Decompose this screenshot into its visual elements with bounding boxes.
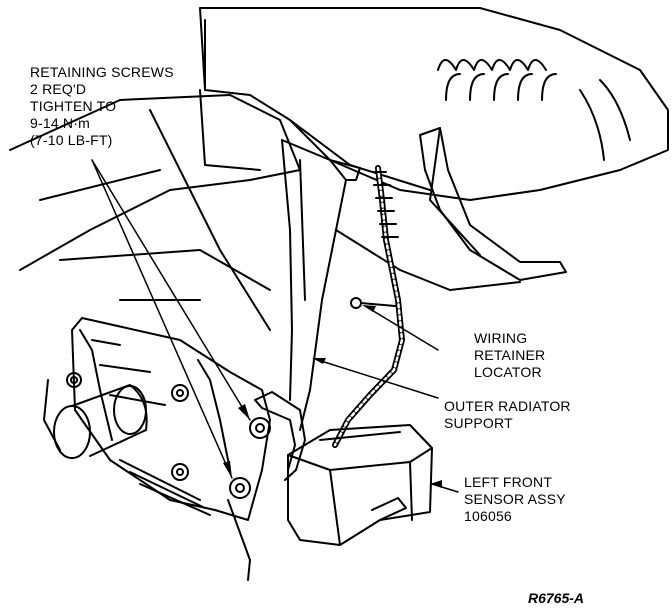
- cylinder-sensor: [43, 379, 148, 459]
- retaining-screws: [229, 417, 271, 499]
- wiring-retainer-locator: [350, 297, 396, 309]
- mount-plate: [71, 317, 271, 581]
- left-front-sensor-line1: LEFT FRONT: [464, 474, 553, 490]
- plate-bolts: [66, 372, 189, 481]
- outer-radiator-support-label: OUTER RADIATOR SUPPORT: [444, 398, 571, 432]
- outer-radiator-support: [281, 139, 521, 431]
- wiring-retainer-line1: WIRING: [474, 330, 528, 346]
- left-front-sensor-line3: 106056: [464, 508, 512, 524]
- wiring-harness: [332, 165, 405, 448]
- retaining-screws-line3: TIGHTEN TO: [30, 98, 117, 114]
- outer-radiator-support-line1: OUTER RADIATOR: [444, 398, 571, 414]
- retaining-screws-label: RETAINING SCREWS 2 REQ'D TIGHTEN TO 9-14…: [30, 64, 174, 149]
- left-front-sensor-label: LEFT FRONT SENSOR ASSY 106056: [464, 474, 566, 525]
- left-front-sensor-assy: [287, 424, 433, 546]
- retaining-screws-line4: 9-14 N·m: [30, 115, 90, 131]
- retaining-screws-line2: 2 REQ'D: [30, 81, 87, 97]
- figure-reference-code: R6765-A: [528, 590, 585, 606]
- wiring-retainer-label: WIRING RETAINER LOCATOR: [474, 330, 545, 381]
- wiring-retainer-line2: RETAINER: [474, 347, 546, 363]
- leader-lines: [91, 159, 459, 493]
- retaining-screws-line5: (7-10 LB-FT): [30, 132, 113, 148]
- retaining-screws-line1: RETAINING SCREWS: [30, 64, 174, 80]
- left-front-sensor-line2: SENSOR ASSY: [464, 491, 566, 507]
- body-bracket: [419, 127, 567, 281]
- leader-arrowheads: [223, 305, 442, 488]
- wiring-retainer-line3: LOCATOR: [474, 364, 542, 380]
- outer-radiator-support-line2: SUPPORT: [444, 415, 513, 431]
